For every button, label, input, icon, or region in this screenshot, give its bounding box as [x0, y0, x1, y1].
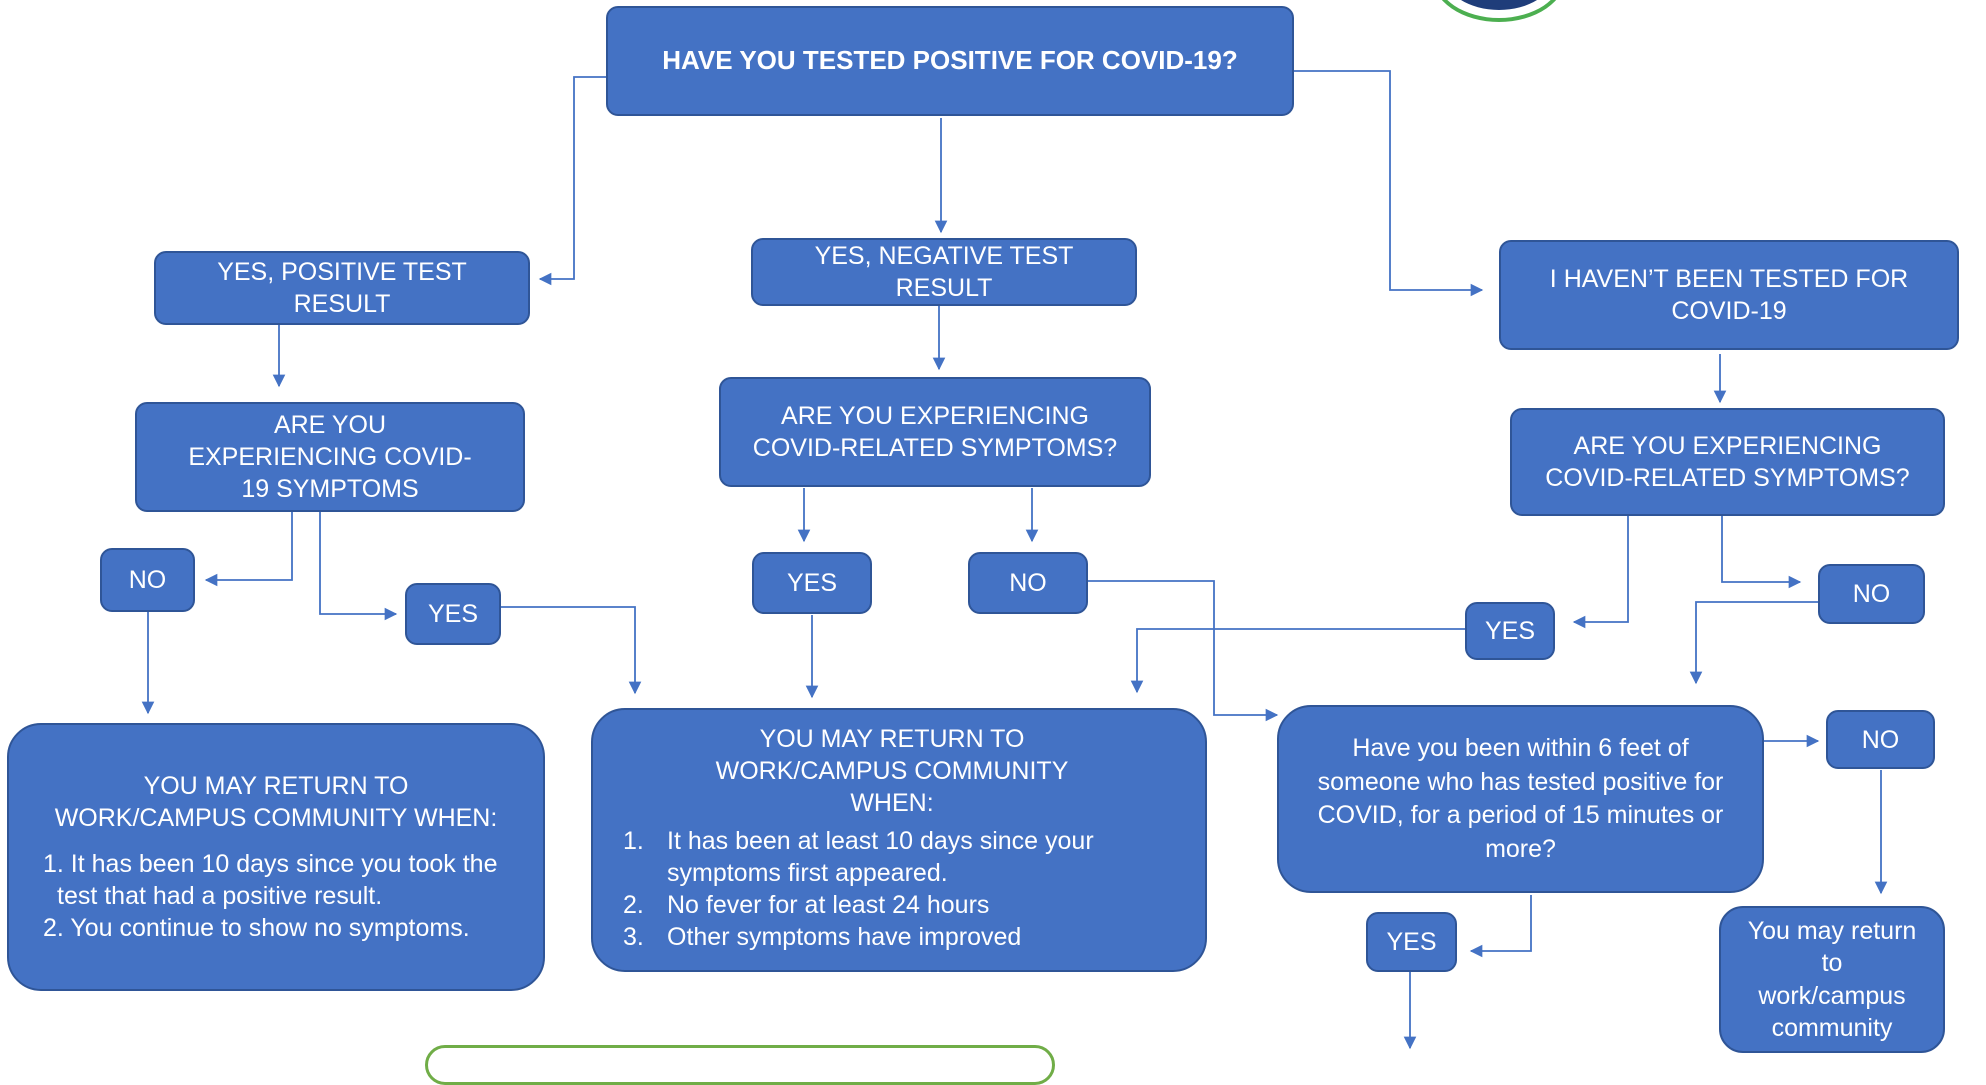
negative-yes-label: YES	[786, 569, 838, 597]
list-item: 2. No fever for at least 24 hours	[619, 889, 1165, 921]
list-number: 3.	[623, 923, 644, 951]
negative-no-label: NO	[1009, 569, 1047, 597]
flowchart-connectors	[141, 70, 1888, 1050]
positive-result-box: YES, POSITIVE TEST RESULT	[154, 251, 530, 325]
list-number: 2.	[623, 891, 644, 919]
exposure-yes-box: YES	[1366, 912, 1457, 972]
negative-symptoms-question: ARE YOU EXPERIENCING COVID-RELATED SYMPT…	[719, 377, 1151, 487]
untested-symptoms-question-text: ARE YOU EXPERIENCING COVID-RELATED SYMPT…	[1545, 432, 1910, 492]
untested-return-box: You may return to work/campus community	[1719, 906, 1945, 1053]
list-text: It has been at least 10 days since your …	[667, 827, 1094, 887]
positive-result-label: YES, POSITIVE TEST RESULT	[217, 258, 467, 318]
connector-to-untested	[1294, 70, 1484, 297]
list-item: 1. It has been 10 days since you took th…	[43, 850, 498, 910]
untested-yes-box: YES	[1465, 602, 1555, 660]
list-text: Other symptoms have improved	[667, 923, 1022, 951]
connector-untested-question-to-no	[1721, 516, 1802, 589]
positive-no-box: NO	[100, 548, 195, 612]
bottom-note-box	[425, 1045, 1055, 1085]
exposure-yes-label: YES	[1386, 928, 1437, 956]
connector-negative-no-to-exposure	[1088, 580, 1279, 722]
exposure-no-box: NO	[1826, 710, 1935, 769]
positive-return-list: 1. It has been 10 days since you took th…	[27, 848, 525, 944]
connector-untested-yes-to-negative-return	[1130, 628, 1465, 694]
untested-result-box: I HAVEN’T BEEN TESTED FOR COVID-19	[1499, 240, 1959, 350]
list-item: 1. It has been at least 10 days since you…	[619, 825, 1165, 889]
exposure-question: Have you been within 6 feet of someone w…	[1277, 705, 1764, 893]
untested-symptoms-question: ARE YOU EXPERIENCING COVID-RELATED SYMPT…	[1510, 408, 1945, 516]
positive-symptoms-question: ARE YOU EXPERIENCING COVID-19 SYMPTOMS	[135, 402, 525, 512]
connector-positive-question-to-yes	[319, 512, 398, 621]
brand-wordmark-cropped	[1580, 0, 1970, 12]
connector-positive-yes-to-negative-return	[500, 606, 642, 695]
question-tested-positive-text: HAVE YOU TESTED POSITIVE FOR COVID-19?	[662, 45, 1238, 76]
negative-no-box: NO	[968, 552, 1088, 614]
connector-untested-no-to-exposure	[1689, 601, 1818, 685]
untested-return-text: You may return to work/campus community	[1747, 916, 1917, 1043]
negative-result-box: YES, NEGATIVE TEST RESULT	[751, 238, 1137, 306]
list-number: 1.	[623, 827, 644, 855]
connector-to-positive	[538, 76, 606, 286]
exposure-question-text: Have you been within 6 feet of someone w…	[1317, 734, 1724, 863]
list-item: 2. You continue to show no symptoms.	[43, 914, 470, 942]
positive-yes-label: YES	[427, 600, 479, 628]
connector-exposure-to-yes	[1469, 895, 1532, 958]
untested-no-box: NO	[1818, 564, 1925, 624]
connector-untested-question-to-yes	[1572, 516, 1629, 629]
negative-yes-box: YES	[752, 552, 872, 614]
positive-symptoms-question-text: ARE YOU EXPERIENCING COVID-19 SYMPTOMS	[188, 411, 472, 503]
negative-return-title: YOU MAY RETURN TO WORK/CAMPUS COMMUNITY …	[715, 725, 1069, 817]
negative-return-box: YOU MAY RETURN TO WORK/CAMPUS COMMUNITY …	[591, 708, 1207, 972]
list-text: No fever for at least 24 hours	[667, 891, 990, 919]
positive-yes-box: YES	[405, 583, 501, 645]
untested-no-label: NO	[1852, 580, 1891, 608]
positive-return-box: YOU MAY RETURN TO WORK/CAMPUS COMMUNITY …	[7, 723, 545, 991]
untested-yes-label: YES	[1484, 617, 1536, 645]
positive-return-title: YOU MAY RETURN TO WORK/CAMPUS COMMUNITY …	[54, 772, 498, 832]
negative-result-label: YES, NEGATIVE TEST RESULT	[814, 242, 1074, 302]
exposure-no-label: NO	[1861, 725, 1900, 754]
logo-emblem	[1444, 0, 1554, 10]
list-item: 3. Other symptoms have improved	[619, 921, 1165, 953]
connector-positive-question-to-no	[204, 512, 293, 587]
negative-symptoms-question-text: ARE YOU EXPERIENCING COVID-RELATED SYMPT…	[752, 402, 1118, 462]
positive-no-label: NO	[128, 566, 167, 594]
untested-result-label: I HAVEN’T BEEN TESTED FOR COVID-19	[1549, 265, 1909, 325]
negative-return-list: 1. It has been at least 10 days since you…	[619, 825, 1165, 953]
question-tested-positive: HAVE YOU TESTED POSITIVE FOR COVID-19?	[606, 6, 1294, 116]
